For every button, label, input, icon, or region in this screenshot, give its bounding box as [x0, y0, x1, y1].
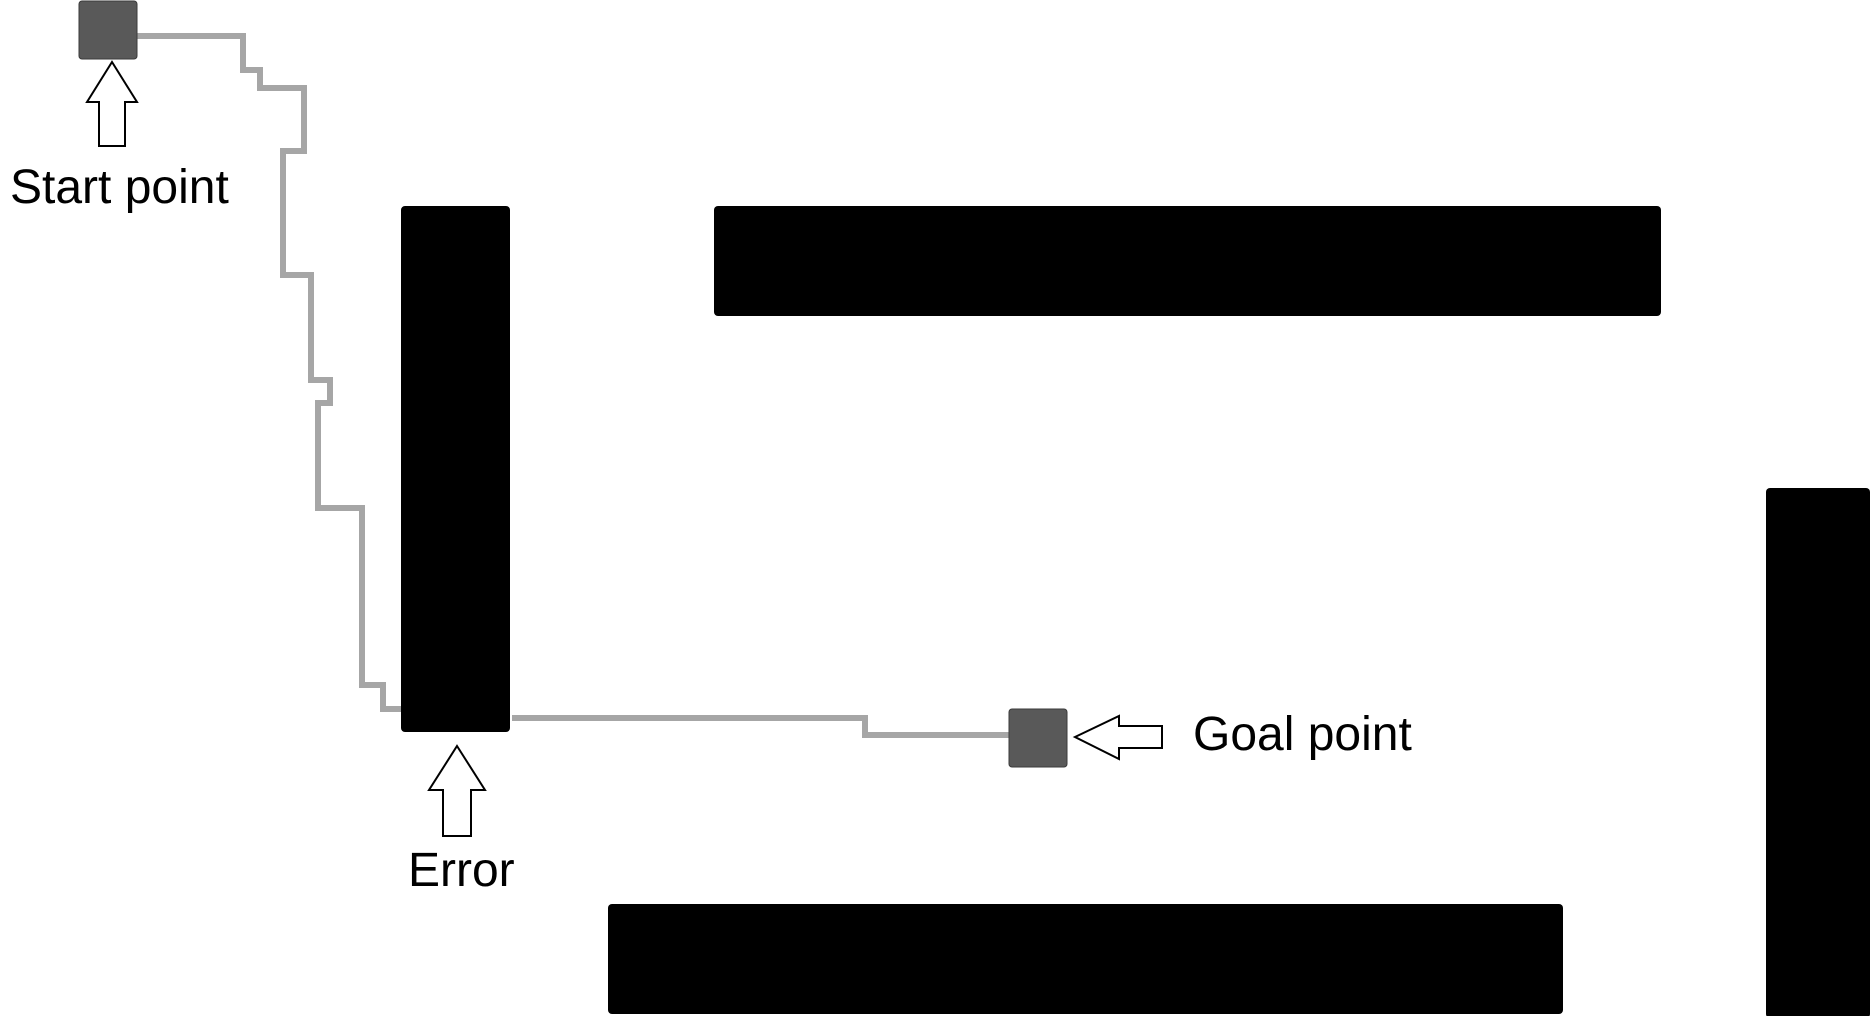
- start-marker: [78, 0, 138, 60]
- start-label: Start point: [10, 161, 229, 214]
- planned-path-after-obstacle: [512, 715, 1009, 738]
- goal-marker: [1008, 708, 1068, 768]
- obstacle-horizontal-bottom: [608, 904, 1563, 1014]
- start-arrow-icon: [85, 60, 139, 147]
- error-label: Error: [408, 844, 515, 897]
- obstacle-vertical-right: [1766, 488, 1870, 1016]
- goal-label: Goal point: [1193, 708, 1412, 761]
- obstacle-horizontal-top: [714, 206, 1661, 316]
- planned-path: [136, 33, 401, 712]
- goal-arrow-icon: [1072, 714, 1163, 761]
- error-arrow-icon: [427, 744, 487, 837]
- obstacle-vertical-left: [401, 206, 510, 732]
